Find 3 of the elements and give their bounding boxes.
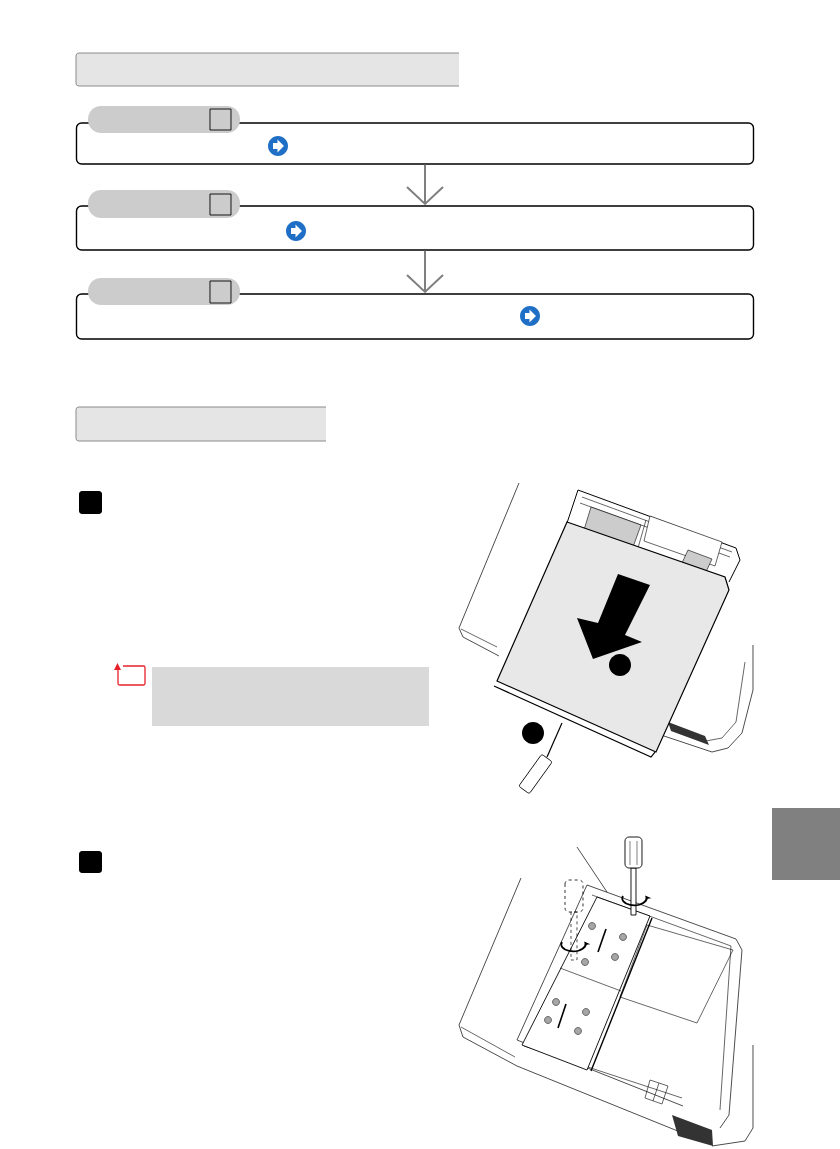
step-box (75, 205, 755, 251)
step-box (75, 293, 755, 340)
step-box (75, 122, 755, 165)
